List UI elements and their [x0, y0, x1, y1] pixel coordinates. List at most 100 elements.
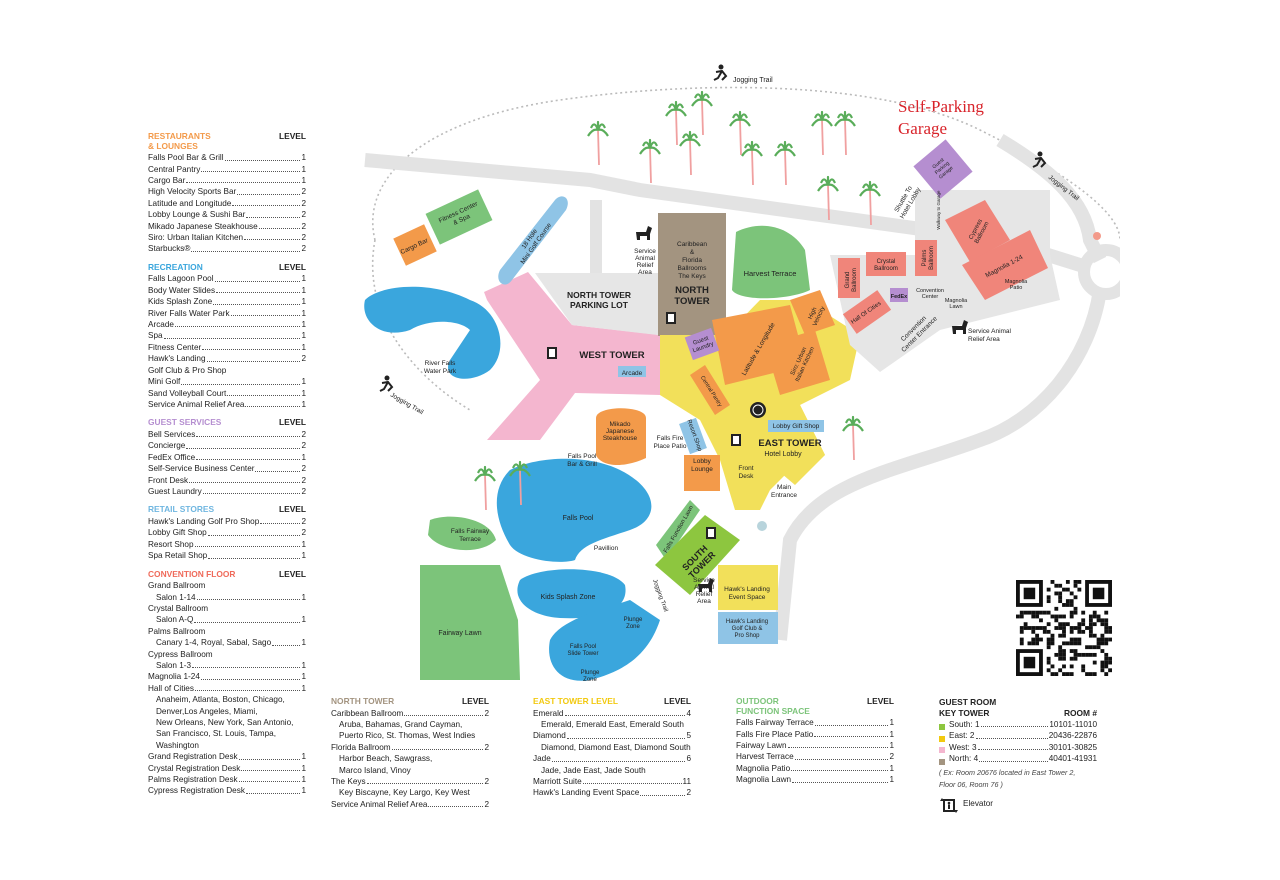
legend-item-name: Golf Club & Pro Shop	[148, 365, 227, 375]
legend-section-title: RECREATION	[148, 261, 203, 272]
legend-item-name: Central Pantry	[148, 164, 201, 174]
legend-item: Emerald, Emerald East, Emerald South	[533, 719, 691, 730]
west-tower-label: WEST TOWER	[579, 350, 644, 361]
legend-item-name: Siro: Urban Italian Kitchen	[148, 233, 244, 243]
legend-item-name: San Francisco, St. Louis, Tampa,	[156, 729, 276, 739]
legend-item-name: The Keys	[331, 777, 366, 787]
leader-dots	[404, 715, 484, 716]
legend-item-name: Crystal Ballroom	[148, 603, 209, 613]
legend-item: Golf Club & Pro Shop	[148, 365, 306, 376]
leader-dots	[238, 781, 301, 783]
elevator-icon	[666, 312, 676, 324]
legend-item-level: 2	[301, 516, 306, 526]
arcade-label: Arcade	[622, 370, 643, 377]
legend-item-level: 2	[301, 244, 306, 254]
leader-dots	[237, 193, 301, 195]
legend-item: Aruba, Bahamas, Grand Cayman,	[331, 719, 489, 730]
leader-dots	[794, 758, 889, 760]
legend-item: Anaheim, Atlanta, Boston, Chicago,	[148, 694, 306, 705]
legend-item-name: Sand Volleyball Court	[148, 388, 227, 398]
legend-item-level: 1	[301, 763, 306, 773]
tower-name: North: 4	[949, 754, 979, 764]
guest-parking-garage	[913, 139, 973, 199]
hotel-lobby-label: Hotel Lobby	[764, 451, 802, 458]
falls-function-lawn	[656, 500, 700, 560]
legend-item-level: 1	[301, 388, 306, 398]
palm-tree-icon	[817, 175, 839, 221]
legend-item-name: Palms Ballroom	[148, 626, 206, 636]
palm-tree-icon	[509, 460, 531, 506]
fedex	[890, 288, 908, 302]
leader-dots	[186, 447, 301, 449]
guest-laundry	[684, 327, 720, 361]
legend-item: Diamond, Diamond East, Diamond South	[533, 742, 691, 753]
level-header: LEVEL	[279, 131, 306, 141]
lobby-gift-shop	[768, 420, 824, 432]
legend-item-level: 2	[301, 486, 306, 496]
legend-item-level: 1	[889, 775, 894, 785]
legend-section-title: OUTDOOR FUNCTION SPACE	[736, 696, 810, 716]
legend-item-name: Cypress Ballroom	[148, 649, 213, 659]
legend-item-name: Diamond, Diamond East, Diamond South	[541, 742, 691, 752]
harvest-terrace	[732, 225, 810, 299]
legend-item-level: 2	[301, 528, 306, 538]
legend-item-name: Falls Lagoon Pool	[148, 274, 214, 284]
legend-item-name: Anaheim, Atlanta, Boston, Chicago,	[156, 695, 285, 705]
legend-item-name: Grand Ballroom	[148, 581, 206, 591]
level-header: LEVEL	[279, 417, 306, 428]
legend-item-level: 2	[301, 187, 306, 197]
legend-item-level: 2	[484, 708, 489, 718]
leader-dots	[551, 760, 686, 762]
legend-item-name: Concierge	[148, 441, 186, 451]
service-animal-icon	[698, 578, 714, 592]
leader-dots	[216, 292, 301, 294]
leader-dots	[230, 315, 301, 317]
legend-item-name: Resort Shop	[148, 539, 194, 549]
palm-tree-icon	[665, 100, 687, 146]
jogging-icon	[379, 375, 394, 392]
tower-color-swatch	[939, 747, 945, 754]
leader-dots	[246, 216, 301, 218]
legend-item-level: 1	[301, 342, 306, 352]
tower-color-swatch	[939, 735, 945, 742]
legend-item-level: 1	[889, 763, 894, 773]
fairway-lawn-label: Fairway Lawn	[438, 630, 481, 637]
tower-color-swatch	[939, 758, 945, 765]
leader-dots	[787, 747, 889, 749]
legend-item-level: 1	[301, 377, 306, 387]
leader-dots	[260, 523, 301, 525]
legend-item-name: Magnolia Patio	[736, 763, 791, 773]
palms-ballroom	[915, 240, 937, 276]
legend-item-level: 1	[301, 285, 306, 295]
jogging-icon	[1032, 151, 1047, 168]
fitness-center	[425, 189, 493, 245]
north-tower-parking	[535, 273, 658, 335]
falls-fairway-terrace	[428, 516, 496, 551]
legend-item: Puerto Rico, St. Thomas, West Indies	[331, 730, 489, 741]
